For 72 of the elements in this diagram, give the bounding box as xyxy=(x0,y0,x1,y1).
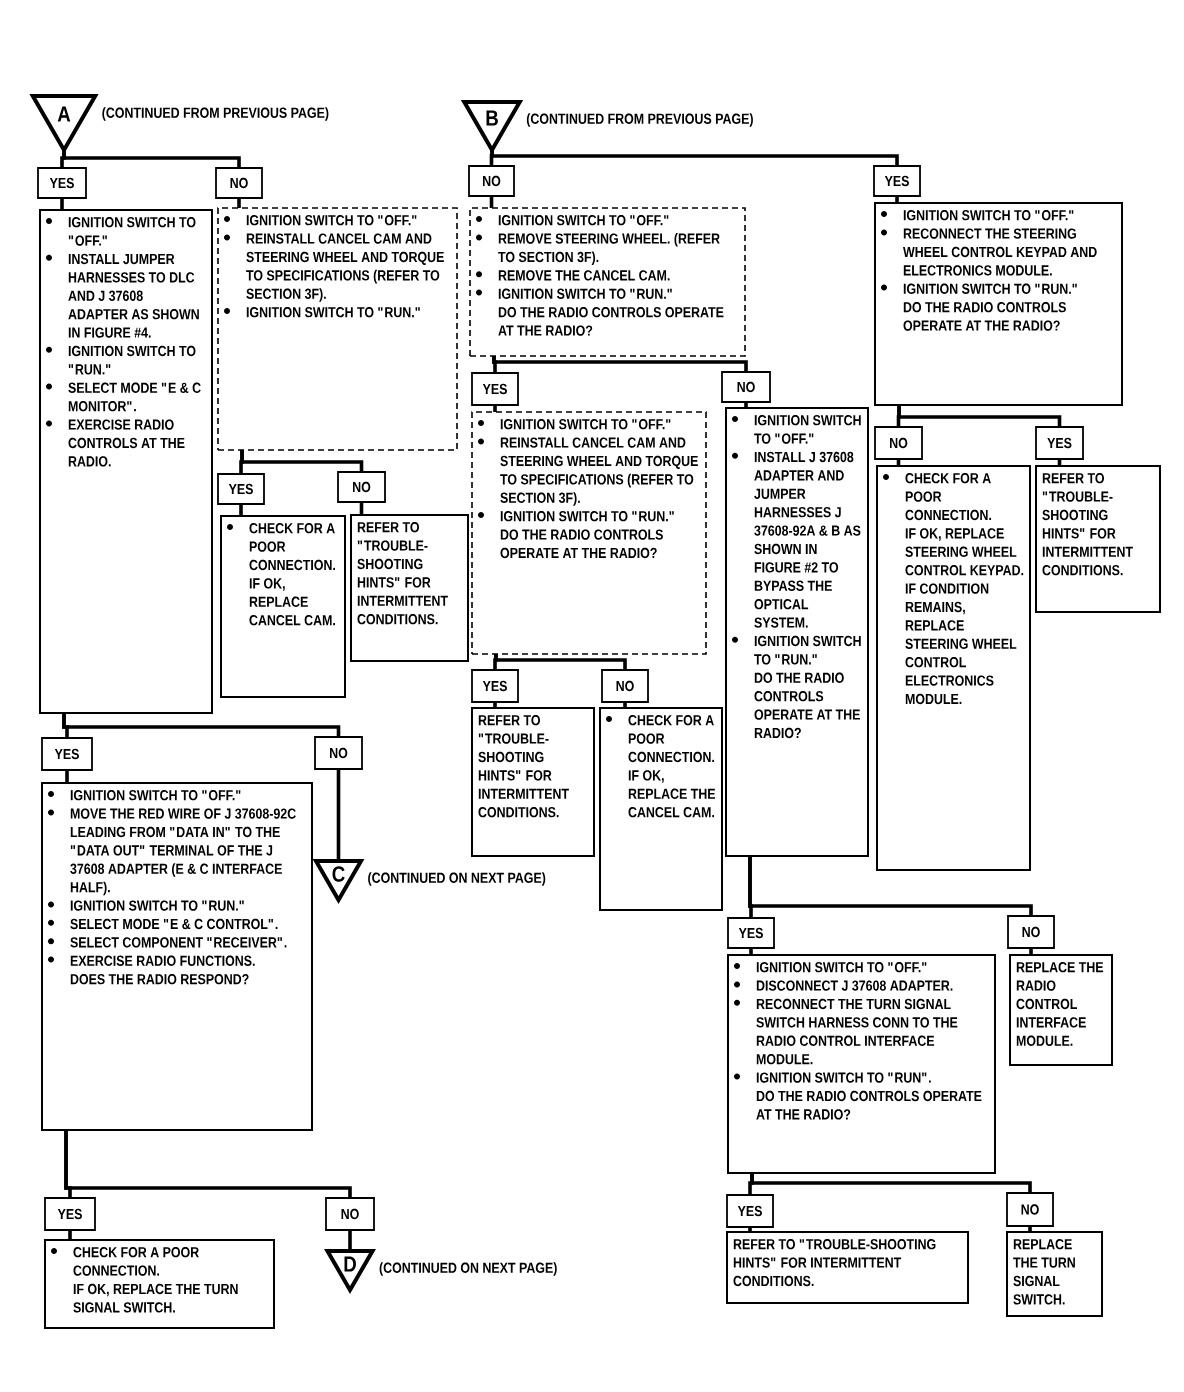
step-box: IGNITION SWITCH TO "OFF." MOVE THE RED WIRE OF J 37608-92C LEADING FROM "DATA IN" TO THE "DATA OUT" TERMINAL OF THE J 37608 ADAPTER (E & C INTERFACE HALF). IGNITION SWITCH TO "RUN." SELECT MODE "E & C CONTROL". SELECT COMPONENT "RECEIVER". EXERCISE RADIO FUNCTIONS. DOES THE RADIO RESPOND? xyxy=(41,782,313,1131)
connector-line xyxy=(336,769,341,861)
step-box: IGNITION SWITCH TO "OFF." INSTALL J 37608 ADAPTER AND JUMPER HARNESSES J 37608-92A & B AS SHOWN IN FIGURE #2 TO BYPASS THE OPTICAL SYSTEM. IGNITION SWITCH TO "RUN." DO THE RADIO CONTROLS OPERATE AT THE RADIO? xyxy=(725,407,869,857)
answer-label: YES xyxy=(726,1194,774,1228)
connector-line xyxy=(623,702,627,708)
continuation-note: (CONTINUED ON NEXT PAGE) xyxy=(379,1262,557,1276)
continuation-note: (CONTINUED FROM PREVIOUS PAGE) xyxy=(526,113,753,127)
connector-line xyxy=(62,713,341,737)
answer-label: YES xyxy=(1035,426,1084,460)
connector-line xyxy=(895,196,899,203)
answer-label: YES xyxy=(217,473,265,505)
connector-line xyxy=(750,1173,1032,1193)
answer-label: NO xyxy=(215,167,263,199)
step-box: REPLACE THE RADIO CONTROL INTERFACE MODULE. xyxy=(1009,954,1113,1066)
connector-line xyxy=(65,770,69,783)
step-box: REFER TO "TROUBLE-SHOOTING HINTS" FOR INTERMITTENT CONDITIONS. xyxy=(726,1231,969,1304)
connector-line xyxy=(1029,948,1033,955)
answer-label: NO xyxy=(1007,915,1055,949)
connector-line xyxy=(62,150,241,168)
answer-label: YES xyxy=(37,167,87,199)
answer-label: NO xyxy=(337,471,386,503)
continuation-note: (CONTINUED FROM PREVIOUS PAGE) xyxy=(102,107,329,121)
step-box: REFER TO "TROUBLE-SHOOTING HINTS" FOR INTERMITTENT CONDITIONS. xyxy=(471,707,595,857)
step-box: IGNITION SWITCH TO "OFF." DISCONNECT J 37608 ADAPTER. RECONNECT THE TURN SIGNAL SWITCH HARNESS CONN TO THE RADIO CONTROL INTERFACE MODULE. IGNITION SWITCH TO "RUN". DO THE RADIO CONTROLS OPERATE AT THE RADIO? xyxy=(727,954,996,1174)
step-box: REFER TO "TROUBLE-SHOOTING HINTS" FOR INTERMITTENT CONDITIONS. xyxy=(350,514,469,662)
connector-line xyxy=(240,450,364,472)
step-box: IGNITION SWITCH TO "OFF." REINSTALL CANCEL CAM AND STEERING WHEEL AND TORQUE TO SPECIFICATIONS (REFER TO SECTION 3F). IGNITION SWITCH TO "RUN." xyxy=(217,207,458,451)
answer-label: YES xyxy=(41,737,93,771)
connector-line xyxy=(744,402,748,408)
connector-line xyxy=(494,654,627,670)
answer-label: YES xyxy=(44,1197,96,1231)
answer-label: YES xyxy=(727,917,775,949)
answer-label: NO xyxy=(874,426,923,460)
step-box: CHECK FOR A POOR CONNECTION. IF OK, REPLACE THE CANCEL CAM. xyxy=(599,707,723,911)
step-box: CHECK FOR A POOR CONNECTION. IF OK, REPLACE STEERING WHEEL CONTROL KEYPAD. IF CONDITION REMAINS, REPLACE STEERING WHEEL CONTROL ELECTRONICS MODULE. xyxy=(876,465,1031,871)
connector-line xyxy=(64,1130,352,1198)
step-box: CHECK FOR A POOR CONNECTION. IF OK, REPLACE THE TURN SIGNAL SWITCH. xyxy=(44,1239,275,1329)
continuation-note: (CONTINUED ON NEXT PAGE) xyxy=(368,872,546,886)
connector-line xyxy=(748,1227,752,1232)
connector-line xyxy=(897,405,1062,427)
connector-line xyxy=(490,150,899,166)
connector-line xyxy=(68,1230,72,1240)
answer-label: NO xyxy=(601,669,649,703)
step-box: IGNITION SWITCH TO "OFF." REINSTALL CANCEL CAM AND STEERING WHEEL AND TORQUE TO SPECIFICATIONS (REFER TO SECTION 3F). IGNITION SWITCH TO "RUN." DO THE RADIO CONTROLS OPERATE AT THE RADIO? xyxy=(471,411,707,655)
answer-label: NO xyxy=(468,165,515,197)
step-box: CHECK FOR A POOR CONNECTION. IF OK, REPLACE CANCEL CAM. xyxy=(220,515,346,698)
connector-line xyxy=(359,502,364,515)
connector-line xyxy=(493,405,497,412)
answer-label: NO xyxy=(1006,1192,1054,1227)
step-box: IGNITION SWITCH TO "OFF." REMOVE STEERING WHEEL. (REFER TO SECTION 3F). REMOVE THE CANCEL CAM. IGNITION SWITCH TO "RUN." DO THE RADIO CONTROLS OPERATE AT THE RADIO? xyxy=(469,207,746,357)
connector-line xyxy=(489,196,494,208)
connector-line xyxy=(492,356,748,372)
answer-label: NO xyxy=(721,371,771,403)
connector-line xyxy=(896,459,901,466)
connector-line xyxy=(1028,1226,1032,1232)
step-box: REPLACE THE TURN SIGNAL SWITCH. xyxy=(1006,1231,1103,1317)
answer-label: YES xyxy=(471,372,519,406)
connector-line xyxy=(748,856,1033,916)
step-box: IGNITION SWITCH TO "OFF." RECONNECT THE STEERING WHEEL CONTROL KEYPAD AND ELECTRONICS MODULE. IGNITION SWITCH TO "RUN." DO THE RADIO CONTROLS OPERATE AT THE RADIO? xyxy=(874,202,1123,406)
answer-label: NO xyxy=(325,1197,375,1231)
connector-line xyxy=(239,504,243,516)
connector-line xyxy=(749,948,753,955)
connector-line xyxy=(493,702,497,708)
connector-line xyxy=(60,198,64,210)
answer-label: YES xyxy=(471,669,519,703)
connector-line xyxy=(237,198,241,208)
connector-line xyxy=(348,1230,352,1251)
connector-line xyxy=(1057,459,1062,466)
answer-label: YES xyxy=(873,165,921,197)
answer-label: NO xyxy=(314,736,363,770)
step-box: IGNITION SWITCH TO "OFF." INSTALL JUMPER HARNESSES TO DLC AND J 37608 ADAPTER AS SHOWN IN FIGURE #4. IGNITION SWITCH TO "RUN." SELECT MODE "E & C MONITOR". EXERCISE RADIO CONTROLS AT THE RADIO. xyxy=(39,209,213,714)
step-box: REFER TO "TROUBLE-SHOOTING HINTS" FOR INTERMITTENT CONDITIONS. xyxy=(1035,465,1161,613)
